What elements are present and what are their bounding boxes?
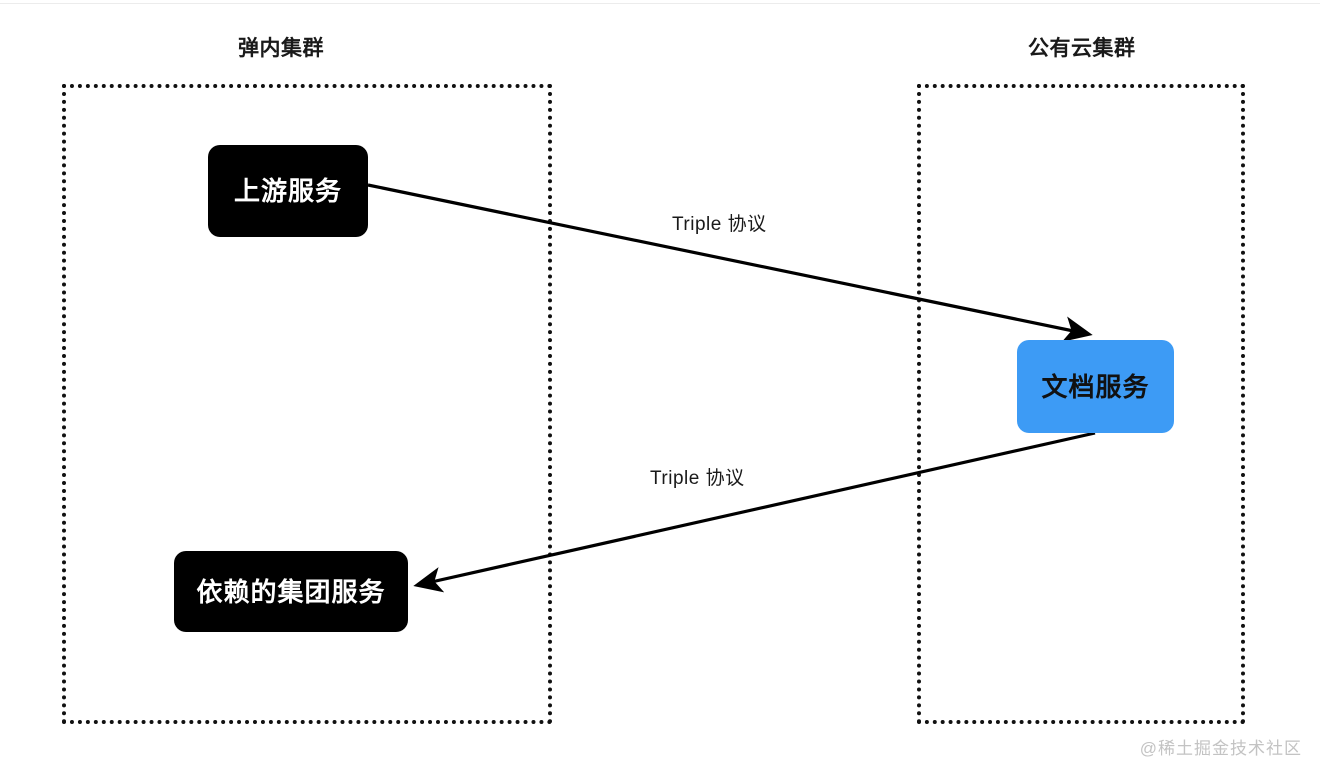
cluster-internal-label: 弹内集群 xyxy=(238,37,324,60)
edge-label-upstream-to-doc: Triple 协议 xyxy=(672,214,767,235)
cluster-public-label: 公有云集群 xyxy=(1028,37,1136,60)
node-document-service[interactable]: 文档服务 xyxy=(1017,340,1174,433)
node-dependent-group-service[interactable]: 依赖的集团服务 xyxy=(174,551,408,632)
watermark: @稀土掘金技术社区 xyxy=(1139,739,1302,758)
cluster-public-boundary xyxy=(917,84,1245,724)
node-upstream-service[interactable]: 上游服务 xyxy=(208,145,368,237)
top-divider xyxy=(0,3,1320,4)
edge-label-doc-to-dependent: Triple 协议 xyxy=(650,468,745,489)
cluster-internal-boundary xyxy=(62,84,552,724)
